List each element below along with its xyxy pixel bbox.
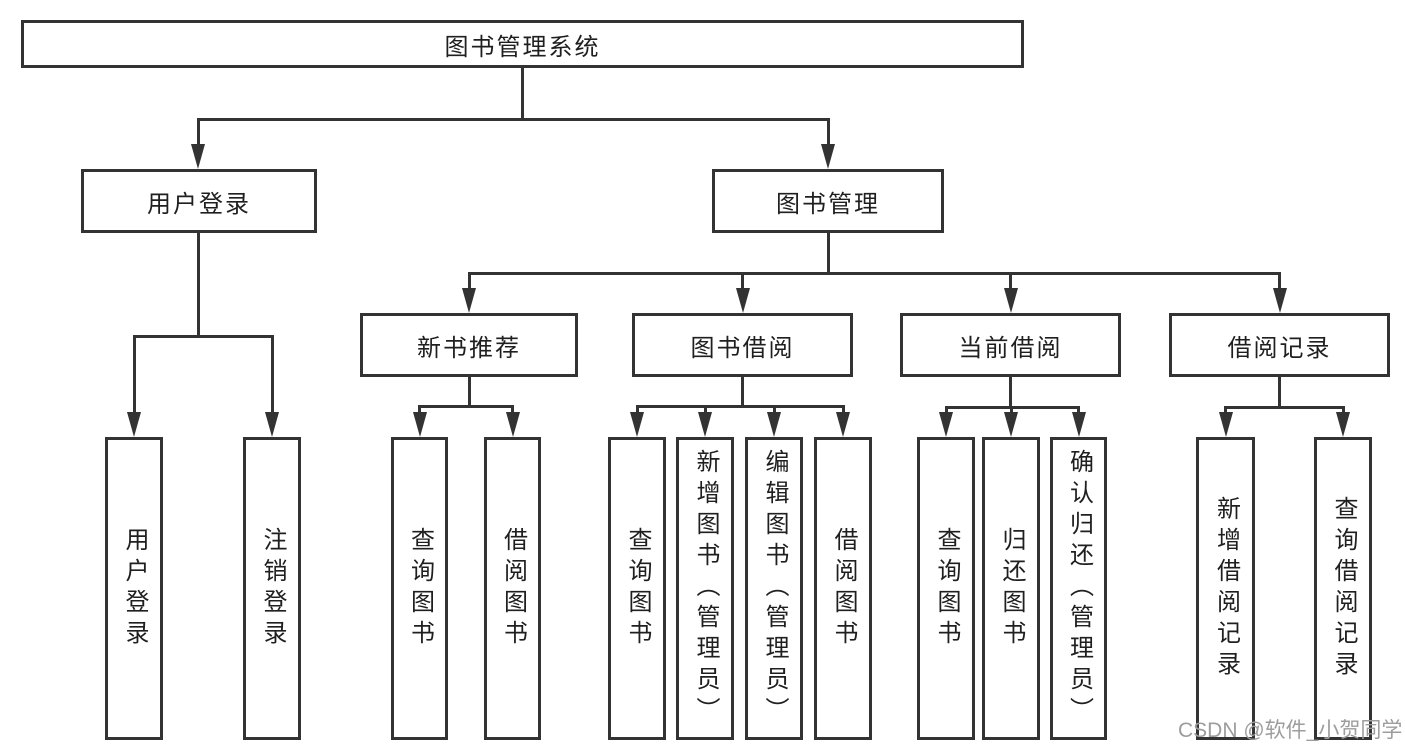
arrowhead-icon-9 [505,412,520,437]
connector-hline-4 [635,405,845,408]
node-current-borrow: 当前借阅 [900,313,1121,377]
leaf-bb-edit: 编辑图书（管理员） [745,437,803,740]
leaf-nb-query-label: 查询图书 [406,526,434,651]
node-current-borrow-label: 当前借阅 [958,334,1063,362]
node-user-login-label: 用户登录 [147,190,251,218]
connector-vline-13 [1009,272,1012,288]
connector-vline-24 [1224,406,1227,412]
leaf-br-query: 查询借阅记录 [1314,437,1372,740]
arrowhead-icon-0 [191,144,205,169]
connector-vline-0 [520,67,524,118]
arrowhead-icon-10 [630,412,644,437]
connector-vline-4 [741,377,744,405]
connector-vline-22 [1009,406,1013,412]
arrowhead-icon-13 [836,412,850,437]
connector-vline-25 [1341,406,1345,412]
leaf-bb-add-label: 新增图书（管理员） [692,449,719,728]
node-book-mgmt: 图书管理 [712,169,944,233]
node-book-borrow-label: 图书借阅 [690,334,795,362]
arrowhead-icon-1 [821,144,835,169]
arrowhead-icon-12 [767,412,781,437]
arrowhead-icon-17 [1218,412,1233,437]
node-new-book-rec-label: 新书推荐 [417,334,521,362]
node-user-login: 用户登录 [81,169,317,233]
arrowhead-icon-16 [1071,412,1086,437]
leaf-logout-label: 注销登录 [259,526,286,651]
connector-vline-19 [772,405,776,412]
connector-vline-21 [944,406,948,412]
leaf-br-query-label: 查询借阅记录 [1330,495,1357,682]
leaf-bb-query: 查询图书 [608,437,666,740]
leaf-nb-query: 查询图书 [391,437,448,740]
arrowhead-icon-11 [698,412,712,437]
leaf-bb-borrow: 借阅图书 [814,437,872,740]
node-book-mgmt-label: 图书管理 [776,190,880,218]
arrowhead-icon-7 [265,412,279,437]
leaf-br-add: 新增借阅记录 [1196,437,1255,740]
connector-vline-12 [741,272,744,288]
connector-vline-2 [826,233,830,272]
node-book-borrow: 图书借阅 [632,313,853,377]
node-borrow-records-label: 借阅记录 [1227,334,1332,362]
connector-vline-16 [511,405,514,412]
leaf-user-login: 用户登录 [105,437,163,740]
connector-vline-15 [418,405,421,412]
leaf-cb-confirm: 确认归还（管理员） [1050,437,1107,740]
connector-vline-11 [467,272,471,288]
leaf-user-login-label: 用户登录 [121,526,148,651]
arrowhead-icon-6 [127,412,141,437]
leaf-logout: 注销登录 [243,437,301,740]
arrowhead-icon-18 [1336,412,1350,437]
connector-hline-0 [196,118,830,121]
connector-vline-23 [1077,406,1080,412]
leaf-bb-edit-label: 编辑图书（管理员） [761,449,788,728]
leaf-cb-query-label: 查询图书 [933,526,960,651]
arrowhead-icon-15 [1004,412,1018,437]
leaf-bb-add: 新增图书（管理员） [676,437,734,740]
leaf-bb-borrow-label: 借阅图书 [830,526,857,651]
node-root-label: 图书管理系统 [444,33,601,61]
connector-hline-3 [418,405,514,408]
arrowhead-icon-2 [462,288,476,313]
connector-vline-1 [196,233,200,335]
connector-vline-9 [132,335,136,412]
connector-vline-18 [703,405,707,412]
connector-hline-6 [1224,406,1345,409]
connector-hline-1 [132,335,274,338]
leaf-nb-borrow: 借阅图书 [484,437,541,740]
arrowhead-icon-5 [1272,288,1287,313]
connector-vline-8 [826,118,830,144]
leaf-cb-query: 查询图书 [917,437,975,740]
connector-vline-5 [1009,377,1012,406]
connector-vline-3 [467,377,471,405]
arrowhead-icon-3 [735,288,750,313]
csdn-watermark: CSDN @软件_小贺同学 [1178,719,1403,742]
leaf-nb-borrow-label: 借阅图书 [499,526,527,651]
arrowhead-icon-4 [1003,288,1018,313]
node-root: 图书管理系统 [21,20,1024,68]
connector-vline-17 [635,405,639,412]
leaf-cb-return: 归还图书 [982,437,1040,740]
connector-hline-5 [944,406,1080,409]
connector-vline-20 [841,405,845,412]
leaf-br-add-label: 新增借阅记录 [1212,495,1240,682]
node-new-book-rec: 新书推荐 [360,313,578,377]
connector-vline-6 [1278,377,1281,406]
leaf-bb-query-label: 查询图书 [624,526,651,651]
connector-hline-2 [467,272,1281,275]
arrowhead-icon-8 [412,412,427,437]
connector-vline-7 [196,118,200,144]
connector-vline-10 [270,335,274,412]
leaf-cb-confirm-label: 确认归还（管理员） [1065,449,1093,728]
leaf-cb-return-label: 归还图书 [998,526,1025,651]
node-borrow-records: 借阅记录 [1169,313,1390,377]
connector-vline-14 [1278,272,1281,288]
arrowhead-icon-14 [939,412,953,437]
